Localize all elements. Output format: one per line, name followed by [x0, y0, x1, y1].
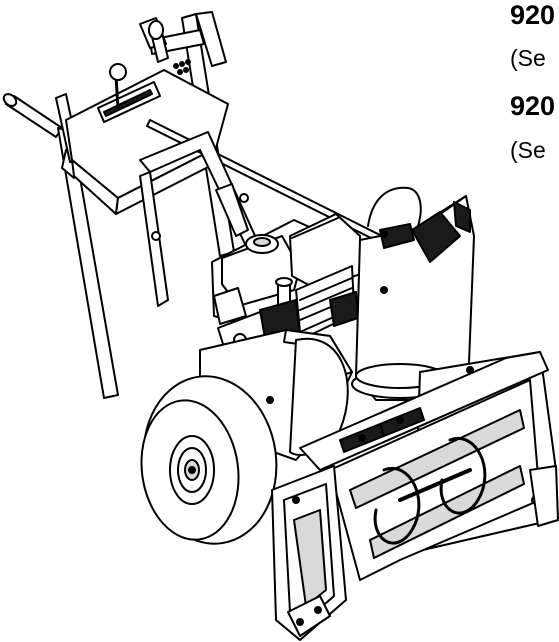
right-skid — [529, 465, 559, 527]
control-panel — [65, 20, 229, 215]
left-side-plate — [271, 465, 347, 641]
see-note-2: (Se — [510, 137, 546, 163]
engine — [211, 213, 361, 361]
discharge-chute — [351, 186, 475, 401]
skid-shoe — [287, 595, 331, 637]
auger-housing — [299, 351, 557, 581]
engine-housing — [199, 329, 353, 461]
handle-frame-lower — [139, 131, 257, 307]
left-wheel — [140, 375, 278, 545]
model-number-2: 920 — [510, 91, 556, 121]
see-note-1: (Se — [510, 45, 546, 71]
shift-lever-knob-icon — [109, 63, 127, 81]
model-number-1: 920 — [510, 0, 556, 30]
